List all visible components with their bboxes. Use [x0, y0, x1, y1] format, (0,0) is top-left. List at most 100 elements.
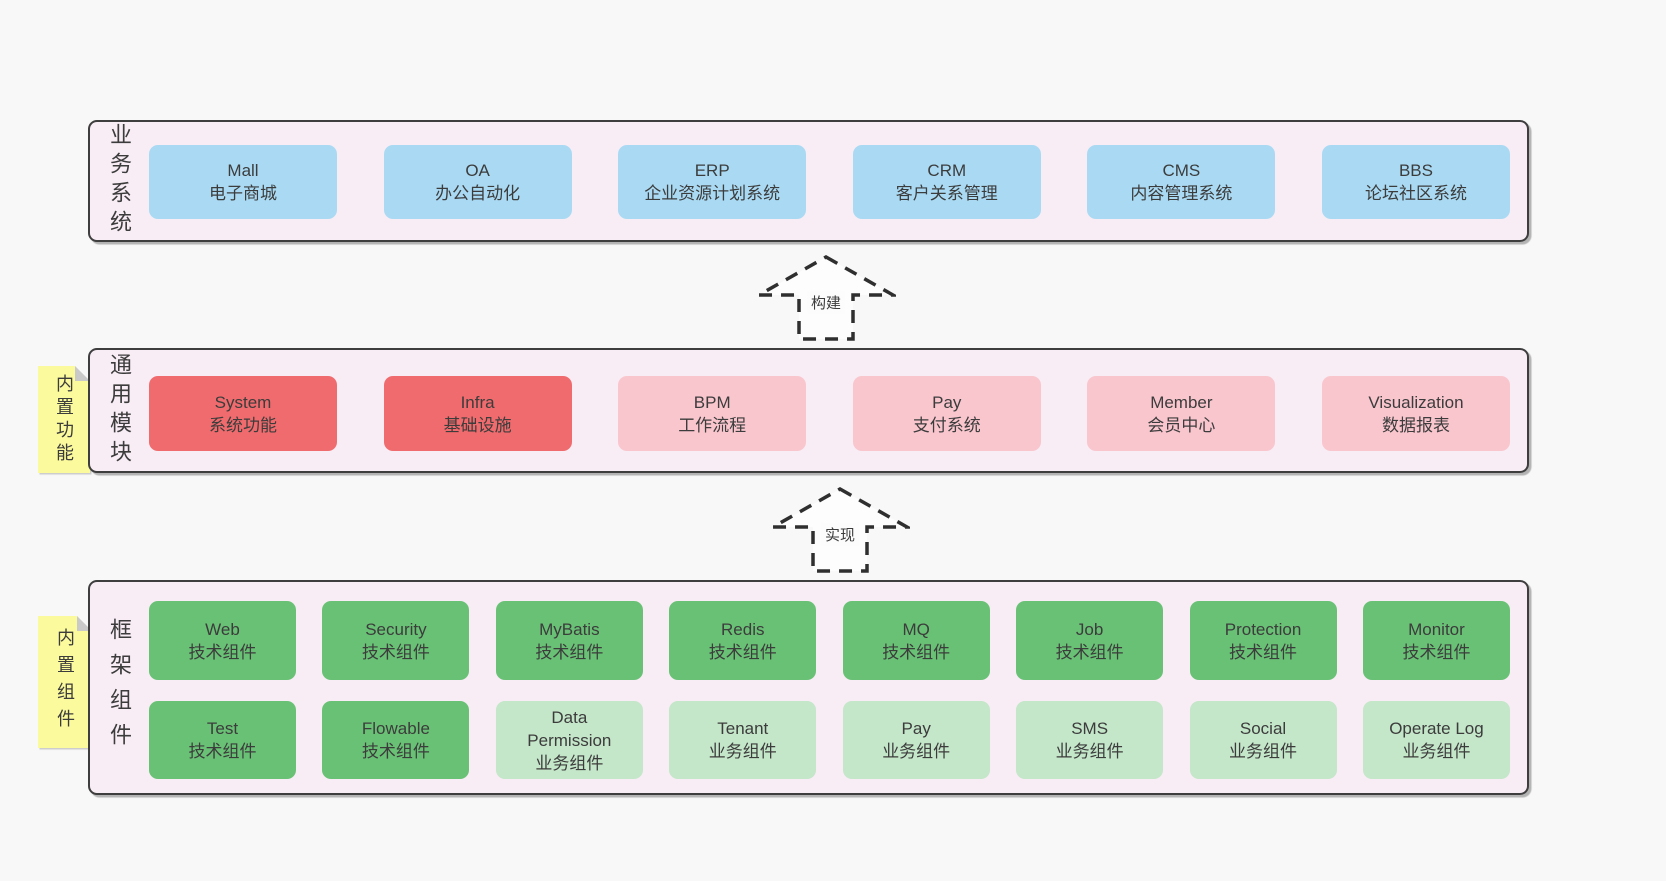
box-subtitle: 支付系统	[912, 415, 981, 435]
box-title: Monitor	[1408, 619, 1465, 639]
box-security: Security 技术组件	[322, 601, 470, 680]
box-title: ERP	[694, 161, 730, 180]
box-title: Operate Log	[1389, 719, 1484, 738]
up-arrow-build: 构建	[756, 254, 896, 342]
box-title: Infra	[460, 392, 495, 412]
box-data-permission: Data Permission 业务组件	[495, 701, 643, 779]
box-title: Redis	[721, 619, 765, 639]
box-visualization: Visualization 数据报表	[1321, 376, 1510, 451]
box-subtitle: 企业资源计划系统	[644, 184, 781, 203]
box-title: Security	[365, 619, 427, 639]
box-title: BPM	[693, 392, 731, 412]
business-boxes-row: Mall 电子商城 OA 办公自动化 ERP 企业资源计划系统 CRM 客户关系…	[149, 145, 1510, 219]
box-subtitle: 技术组件	[188, 742, 257, 761]
layer-framework-components: 框架组件 Web 技术组件 Security 技术组件 MyBatis 技术组件…	[88, 580, 1529, 795]
box-subtitle: 数据报表	[1381, 415, 1450, 435]
arrow-label-build: 构建	[806, 291, 846, 314]
box-title: MQ	[902, 619, 930, 639]
box-pay-system: Pay 支付系统	[852, 376, 1041, 451]
box-title: Data	[551, 707, 588, 727]
box-subtitle: 工作流程	[678, 415, 747, 435]
box-title: Visualization	[1368, 392, 1464, 412]
box-title: Social	[1239, 719, 1287, 738]
box-cms: CMS 内容管理系统	[1087, 145, 1276, 219]
box-subtitle: 技术组件	[535, 642, 604, 662]
layer-business-systems: 业务系统 Mall 电子商城 OA 办公自动化 ERP 企业资源计划系统 CRM…	[88, 120, 1529, 242]
box-subtitle: 电子商城	[209, 184, 277, 203]
box-subtitle: 业务组件	[1402, 742, 1471, 761]
box-title: Flowable	[361, 719, 430, 738]
box-pay-component: Pay 业务组件	[842, 701, 990, 779]
box-title: Mall	[227, 161, 259, 180]
box-test: Test 技术组件	[149, 701, 296, 779]
layer-label-modules: 通用模块	[107, 352, 132, 469]
box-subtitle: 客户关系管理	[895, 184, 998, 203]
box-title: Pay	[901, 719, 931, 738]
box-title: System	[214, 392, 272, 412]
box-subtitle: 内容管理系统	[1130, 184, 1233, 203]
box-title: Web	[205, 619, 240, 639]
box-web: Web 技术组件	[149, 601, 296, 680]
box-subtitle: 技术组件	[361, 742, 430, 761]
box-subtitle: 业务组件	[708, 742, 777, 761]
box-subtitle: 技术组件	[882, 642, 951, 662]
box-title: Member	[1150, 392, 1213, 412]
box-title: Test	[206, 719, 239, 738]
box-subtitle: 系统功能	[209, 415, 277, 435]
box-oa: OA 办公自动化	[383, 145, 572, 219]
box-subtitle: 技术组件	[361, 642, 430, 662]
box-subtitle: 业务组件	[535, 753, 604, 773]
box-subtitle: 技术组件	[1055, 642, 1124, 662]
box-member: Member 会员中心	[1087, 376, 1276, 451]
components-row-1: Web 技术组件 Security 技术组件 MyBatis 技术组件 Redi…	[149, 601, 1510, 680]
box-bpm: BPM 工作流程	[618, 376, 807, 451]
box-subtitle: 业务组件	[1055, 742, 1124, 761]
box-sms: SMS 业务组件	[1016, 701, 1164, 779]
arrow-label-implement: 实现	[820, 523, 860, 546]
box-operate-log: Operate Log 业务组件	[1362, 701, 1510, 779]
box-monitor: Monitor 技术组件	[1362, 601, 1510, 680]
layer-label-components: 框架组件	[107, 617, 132, 758]
box-mybatis: MyBatis 技术组件	[495, 601, 643, 680]
layer-common-modules: 通用模块 System 系统功能 Infra 基础设施 BPM 工作流程 Pay…	[88, 348, 1529, 473]
box-title: OA	[465, 161, 490, 180]
box-system: System 系统功能	[149, 376, 337, 451]
box-subtitle: 基础设施	[443, 415, 512, 435]
box-subtitle: 技术组件	[1402, 642, 1471, 662]
box-redis: Redis 技术组件	[669, 601, 817, 680]
components-row-2: Test 技术组件 Flowable 技术组件 Data Permission …	[149, 701, 1510, 779]
box-tenant: Tenant 业务组件	[669, 701, 817, 779]
box-title: Tenant	[717, 719, 769, 738]
box-subtitle: 业务组件	[882, 742, 951, 761]
box-subtitle: 办公自动化	[435, 184, 521, 203]
box-title: Pay	[932, 392, 962, 412]
box-title: BBS	[1398, 161, 1433, 180]
box-title: Job	[1075, 619, 1104, 639]
box-title: CMS	[1162, 161, 1201, 180]
box-title: Protection	[1224, 619, 1302, 639]
up-arrow-implement: 实现	[770, 486, 910, 574]
box-mall: Mall 电子商城	[149, 145, 337, 219]
sticky-text: 内置功能	[54, 373, 74, 466]
box-subtitle: 业务组件	[1229, 742, 1298, 761]
box-title-line2: Permission	[527, 730, 612, 750]
modules-boxes-row: System 系统功能 Infra 基础设施 BPM 工作流程 Pay 支付系统…	[149, 376, 1510, 451]
box-subtitle: 技术组件	[188, 642, 257, 662]
box-infra: Infra 基础设施	[383, 376, 572, 451]
box-erp: ERP 企业资源计划系统	[618, 145, 807, 219]
box-job: Job 技术组件	[1016, 601, 1164, 680]
box-flowable: Flowable 技术组件	[322, 701, 470, 779]
layer-label-business: 业务系统	[107, 123, 132, 239]
box-subtitle: 会员中心	[1147, 415, 1216, 435]
box-protection: Protection 技术组件	[1189, 601, 1337, 680]
sticky-note-built-in-components: 内置组件	[38, 616, 92, 748]
sticky-note-built-in-functions: 内置功能	[38, 366, 90, 473]
box-subtitle: 技术组件	[1229, 642, 1298, 662]
box-title: MyBatis	[539, 619, 600, 639]
box-subtitle: 论坛社区系统	[1364, 184, 1467, 203]
box-bbs: BBS 论坛社区系统	[1321, 145, 1510, 219]
box-crm: CRM 客户关系管理	[852, 145, 1041, 219]
box-social: Social 业务组件	[1189, 701, 1337, 779]
box-title: SMS	[1071, 719, 1109, 738]
